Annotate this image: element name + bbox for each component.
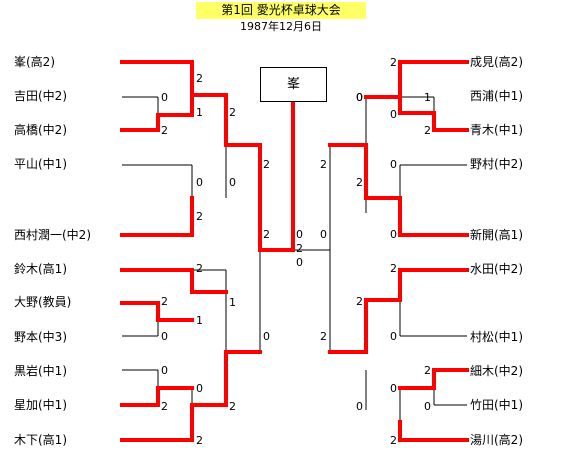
score-label: 0 — [196, 382, 203, 395]
score-label: 0 — [390, 330, 397, 343]
score-label: 2 — [229, 106, 236, 119]
score-label: 0 — [161, 91, 168, 104]
score-label: 2 — [356, 295, 363, 308]
score-label: 2 — [296, 242, 303, 255]
player-left-9: 黒岩(中1) — [14, 364, 67, 378]
champion-name: 峯 — [286, 77, 300, 92]
tournament-title: 第1回 愛光杯卓球大会 — [196, 2, 366, 19]
score-label: 0 — [296, 228, 303, 241]
player-left-10: 星加(中1) — [14, 398, 67, 412]
champion-box: 峯 — [260, 67, 327, 102]
player-right-4: 野村(中2) — [470, 157, 523, 171]
player-left-3: 高橋(中2) — [14, 123, 67, 137]
player-right-9: 竹田(中1) — [470, 398, 523, 412]
score-label: 2 — [390, 56, 397, 69]
score-label: 0 — [296, 256, 303, 269]
score-label: 1 — [196, 314, 203, 327]
score-label: 0 — [320, 228, 327, 241]
score-label: 0 — [424, 400, 431, 413]
bracket-line — [120, 93, 194, 132]
score-label: 2 — [161, 124, 168, 137]
bracket-line — [120, 386, 194, 407]
bracket-line — [120, 196, 194, 237]
score-label: 0 — [356, 91, 363, 104]
score-label: 2 — [390, 262, 397, 275]
bracket-line — [120, 350, 262, 442]
score-label: 1 — [229, 296, 236, 309]
score-label: 2 — [263, 228, 270, 241]
bracket-line — [328, 268, 469, 354]
score-label: 2 — [161, 400, 168, 413]
player-left-5: 西村潤一(中2) — [14, 228, 91, 242]
score-label: 1 — [196, 106, 203, 119]
score-label: 0 — [196, 176, 203, 189]
bracket-line — [224, 93, 262, 252]
score-label: 2 — [424, 364, 431, 377]
score-label: 2 — [424, 124, 431, 137]
score-label: 2 — [161, 295, 168, 308]
score-label: 2 — [229, 400, 236, 413]
player-right-1: 成見(高2) — [470, 55, 523, 69]
bracket-line — [364, 60, 469, 99]
score-label: 2 — [320, 330, 327, 343]
score-label: 0 — [356, 91, 363, 104]
score-label: 0 — [390, 228, 397, 241]
bracket-line — [120, 60, 194, 97]
player-right-8: 細木(中2) — [470, 364, 523, 378]
score-label: 2 — [196, 434, 203, 447]
score-label: 1 — [424, 91, 431, 104]
score-label: 0 — [229, 176, 236, 189]
bracket-line — [120, 268, 228, 294]
score-label: 2 — [390, 434, 397, 447]
bracket-line — [398, 95, 469, 132]
player-right-2: 西浦(中1) — [470, 89, 523, 103]
tournament-date: 1987年12月6日 — [240, 20, 322, 33]
player-right-5: 新開(高1) — [470, 228, 523, 242]
player-left-11: 木下(高1) — [14, 433, 67, 447]
score-label: 2 — [196, 210, 203, 223]
score-label: 2 — [263, 158, 270, 171]
score-label: 0 — [390, 158, 397, 171]
player-left-4: 平山(中1) — [14, 157, 67, 171]
player-left-1: 峯(高2) — [14, 55, 55, 69]
bracket-line — [398, 420, 469, 442]
score-label: 0 — [356, 400, 363, 413]
player-right-7: 村松(中1) — [470, 330, 523, 344]
score-label: 2 — [356, 176, 363, 189]
score-label: 0 — [161, 330, 168, 343]
player-left-7: 大野(教員) — [14, 295, 72, 309]
player-left-6: 鈴木(高1) — [14, 262, 67, 276]
player-left-8: 野本(中3) — [14, 330, 67, 344]
player-right-3: 青木(中1) — [470, 123, 523, 137]
bracket-line — [120, 301, 194, 322]
score-label: 0 — [161, 364, 168, 377]
player-left-2: 吉田(中2) — [14, 89, 67, 103]
bracket-line — [328, 143, 469, 237]
score-label: 2 — [196, 72, 203, 85]
score-label: 0 — [263, 330, 270, 343]
bracket-line — [398, 368, 469, 390]
score-label: 2 — [196, 262, 203, 275]
score-label: 2 — [320, 158, 327, 171]
player-right-6: 水田(中2) — [470, 262, 523, 276]
bracket-line — [258, 100, 295, 252]
player-right-10: 湯川(高2) — [470, 433, 523, 447]
score-label: 0 — [390, 108, 397, 121]
score-label: 0 — [390, 382, 397, 395]
